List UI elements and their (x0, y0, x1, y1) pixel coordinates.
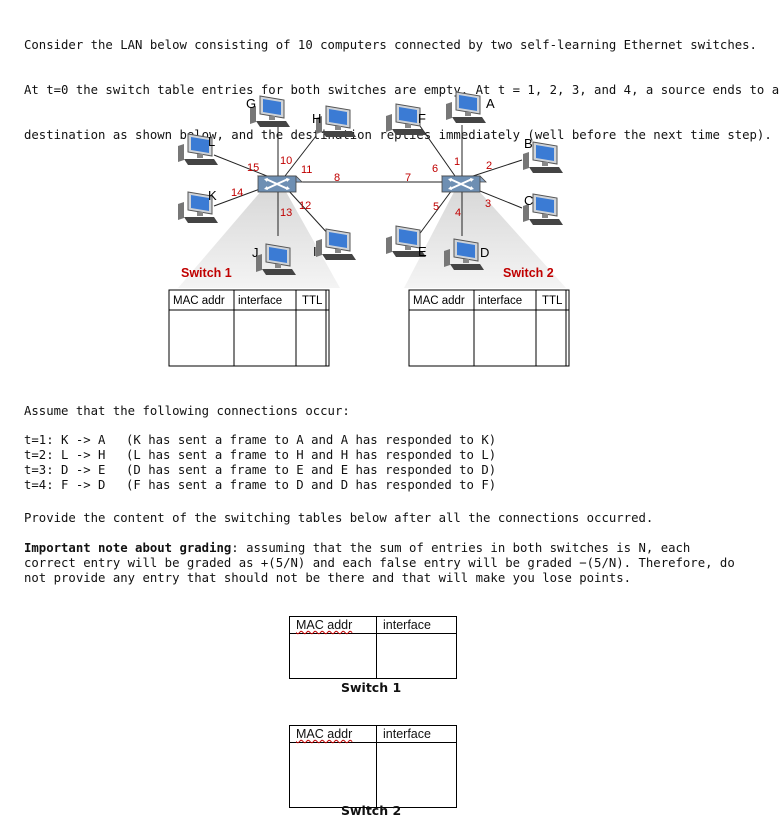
table-header-interface: interface (238, 295, 282, 307)
switch1-table: MAC addr interface TTL (168, 289, 330, 367)
connection-time: t=4: F -> D (24, 478, 106, 492)
connection-desc: (L has sent a frame to H and H has respo… (126, 448, 497, 462)
intro-line: Consider the LAN below consisting of 10 … (24, 38, 757, 52)
node-label-c: C (524, 193, 533, 208)
connection-row: t=2: L -> H (L has sent a frame to H and… (24, 448, 496, 463)
answer-header-interface: interface (376, 725, 457, 743)
connection-time: t=3: D -> E (24, 463, 106, 477)
port-label: 11 (301, 164, 312, 176)
node-label-k: K (208, 188, 217, 203)
port-label: 5 (433, 201, 439, 213)
connection-row: t=1: K -> A (K has sent a frame to A and… (24, 433, 496, 448)
port-label: 7 (405, 172, 411, 184)
switch1-links (213, 125, 448, 237)
node-label-l: L (208, 134, 215, 149)
port-label: 3 (485, 198, 491, 210)
port-label: 10 (280, 155, 292, 167)
answer-table-switch1: MAC addr interface (289, 616, 457, 679)
port-label: 6 (432, 163, 438, 175)
switch1-shade (178, 190, 340, 288)
grading-note: Important note about grading: assuming t… (24, 541, 744, 586)
answer-cell-interface[interactable] (376, 742, 457, 808)
node-label-d: D (480, 245, 489, 260)
intro-line: At t=0 the switch table entries for both… (24, 83, 779, 97)
computer-i-icon (315, 228, 357, 261)
answer-table-switch2: MAC addr interface (289, 725, 457, 808)
connection-time: t=1: K -> A (24, 433, 106, 447)
switch1-icon (257, 175, 303, 193)
node-label-g: G (246, 96, 256, 111)
switch2-label: Switch 2 (503, 266, 554, 280)
table-header-mac: MAC addr (413, 295, 465, 307)
answer-caption-switch1: Switch 1 (341, 680, 402, 695)
port-label: 15 (247, 162, 259, 174)
node-label-h: H (312, 111, 321, 126)
network-diagram: G H L K J I F A B C E D 10 11 15 14 13 1… (168, 91, 570, 367)
node-label-b: B (524, 136, 533, 151)
connection-desc: (F has sent a frame to D and D has respo… (126, 478, 497, 492)
node-label-i: I (313, 244, 317, 259)
connection-desc: (D has sent a frame to E and E has respo… (126, 463, 497, 477)
port-label: 8 (334, 172, 340, 184)
node-label-a: A (486, 96, 495, 111)
port-label: 1 (454, 156, 460, 168)
connection-time: t=2: L -> H (24, 448, 106, 462)
table-header-ttl: TTL (302, 295, 323, 307)
answer-header-mac: MAC addr (289, 616, 377, 634)
grading-note-title: Important note about grading (24, 541, 232, 555)
connection-desc: (K has sent a frame to A and A has respo… (126, 433, 497, 447)
table-header-ttl: TTL (542, 295, 563, 307)
node-label-j: J (252, 245, 259, 260)
port-label: 4 (455, 207, 461, 219)
answer-cell-mac[interactable] (289, 742, 377, 808)
answer-caption-switch2: Switch 2 (341, 803, 402, 818)
connection-row: t=3: D -> E (D has sent a frame to E and… (24, 463, 496, 478)
answer-header-interface: interface (376, 616, 457, 634)
assume-text: Assume that the following connections oc… (24, 404, 350, 418)
port-label: 13 (280, 207, 292, 219)
switch1-label: Switch 1 (181, 266, 232, 280)
answer-cell-interface[interactable] (376, 633, 457, 679)
port-label: 2 (486, 160, 492, 172)
instruction-text: Provide the content of the switching tab… (24, 511, 654, 525)
computer-h-icon (315, 105, 357, 138)
computer-a-icon (445, 91, 487, 124)
port-label: 14 (231, 187, 243, 199)
node-label-e: E (418, 244, 427, 259)
answer-header-mac: MAC addr (289, 725, 377, 743)
switch2-icon (441, 175, 487, 193)
grading-note-body: : assuming that the sum of entries in bo… (24, 541, 743, 585)
port-label: 12 (299, 200, 311, 212)
intro-text: Consider the LAN below consisting of 10 … (24, 8, 779, 158)
table-header-interface: interface (478, 295, 522, 307)
node-label-f: F (418, 111, 426, 126)
answer-cell-mac[interactable] (289, 633, 377, 679)
switch2-table: MAC addr interface TTL (408, 289, 570, 367)
table-header-mac: MAC addr (173, 295, 225, 307)
connection-list: t=1: K -> A (K has sent a frame to A and… (24, 433, 496, 493)
connection-row: t=4: F -> D (F has sent a frame to D and… (24, 478, 496, 493)
